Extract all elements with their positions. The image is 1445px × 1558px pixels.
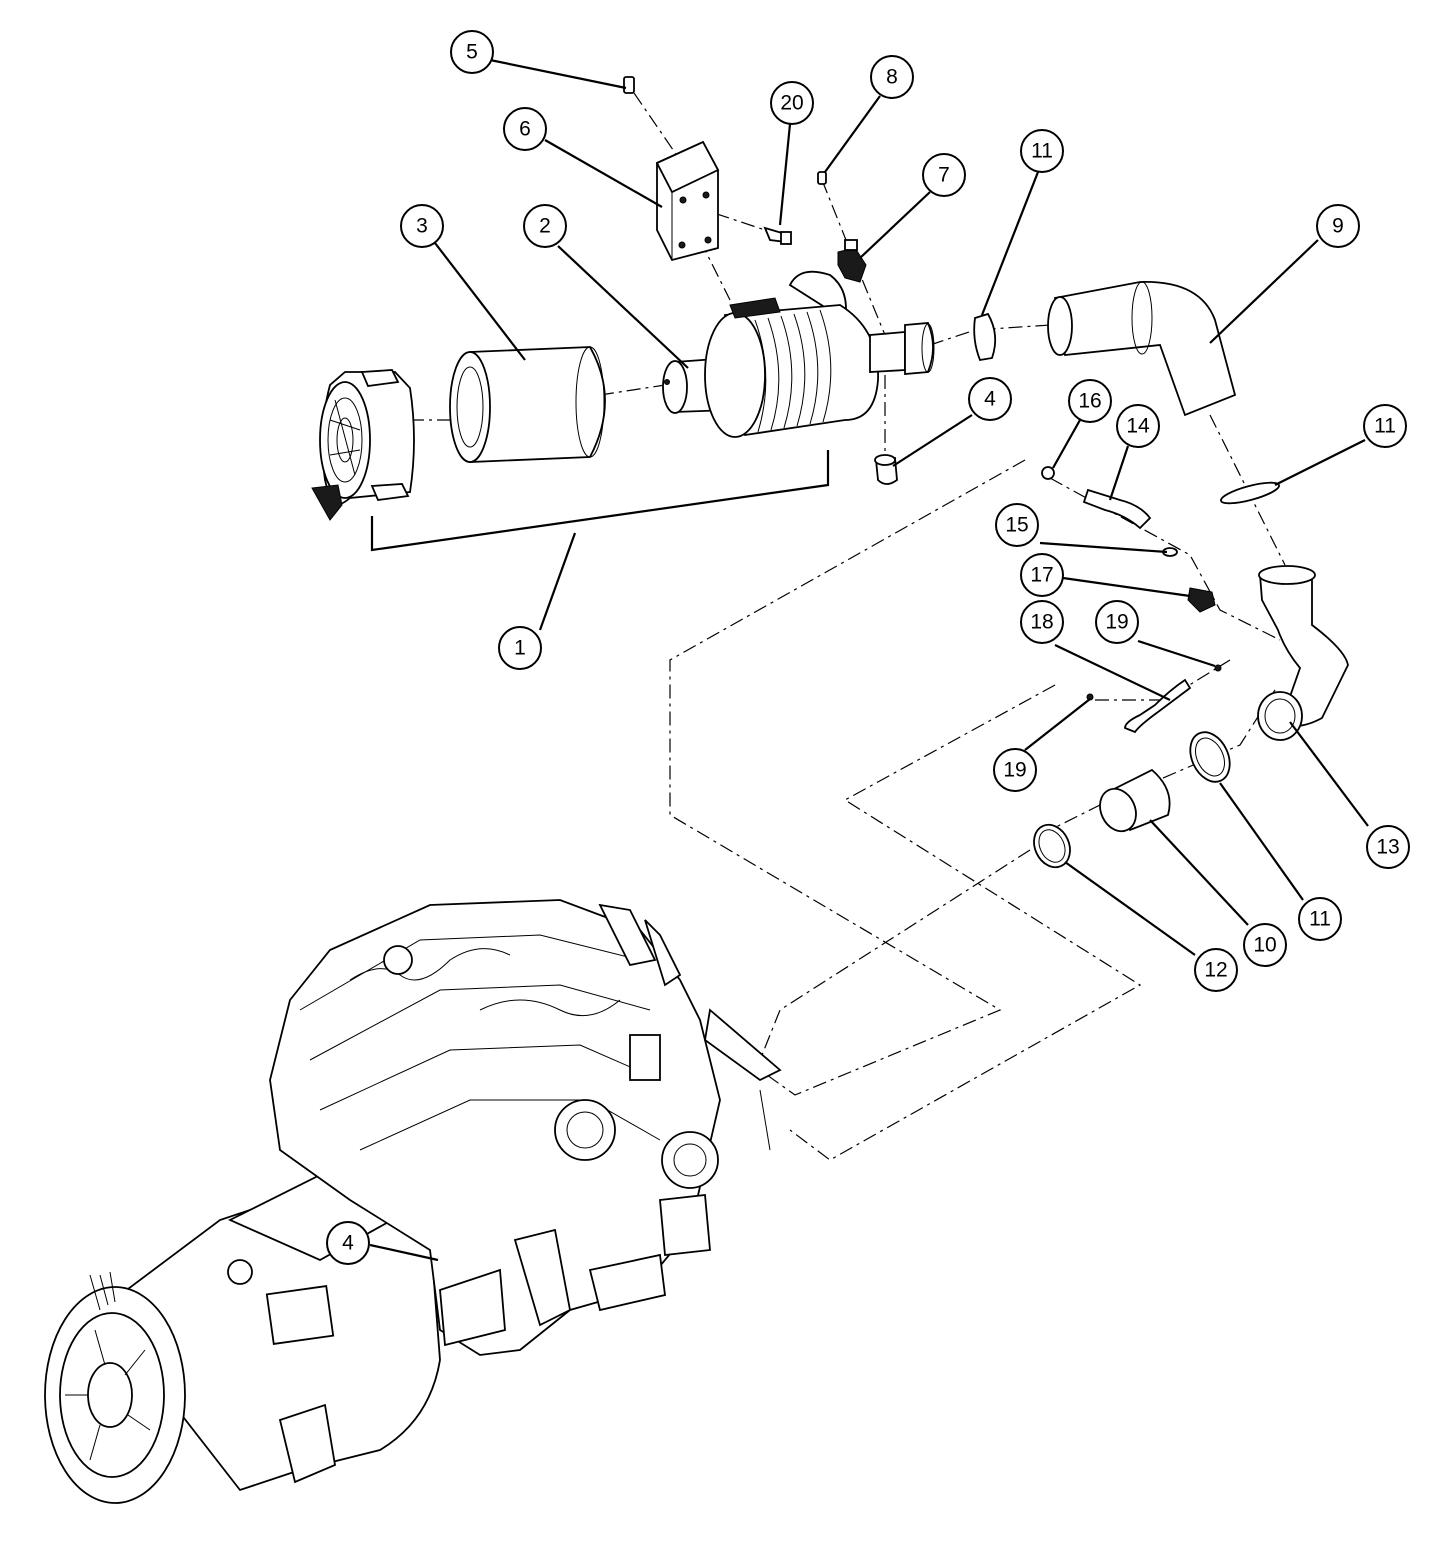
part-18-tube [1124, 678, 1192, 734]
callout-11-lower-label: 11 [1309, 908, 1331, 931]
part-9-elbow-hose [1047, 281, 1237, 417]
callout-14: 14 [1116, 404, 1160, 448]
part-10-hose-adapter [1099, 768, 1171, 833]
part-20-bolt [763, 226, 792, 245]
callout-7-label: 7 [938, 164, 950, 187]
callout-13-label: 13 [1376, 836, 1399, 859]
callout-19-right: 19 [1095, 600, 1139, 644]
callout-4-top-label: 4 [984, 388, 996, 411]
part-16-nut [1041, 466, 1055, 480]
callout-15: 15 [995, 503, 1039, 547]
part-7-bracket [837, 239, 867, 283]
callout-9-label: 9 [1332, 215, 1344, 238]
leader-lines [369, 58, 1369, 1262]
callout-16: 16 [1068, 379, 1112, 423]
air-cleaner-end-cap [311, 369, 415, 521]
callout-12-label: 12 [1204, 959, 1227, 982]
engine-generator-assembly [44, 899, 782, 1504]
part-19-plug-a [1214, 664, 1222, 672]
part-1-air-cleaner-assembly [311, 270, 935, 552]
part-12-clamp [1033, 823, 1071, 869]
part-8-screw [817, 171, 827, 185]
callout-4-top: 4 [968, 377, 1012, 421]
callout-11-top-label: 11 [1031, 140, 1053, 163]
part-14-elbow-fitting [1082, 488, 1152, 530]
callout-19-left-label: 19 [1003, 759, 1026, 782]
callout-5-label: 5 [466, 41, 478, 64]
part-13-intake-elbow [1257, 565, 1349, 741]
callout-11-right-label: 11 [1374, 415, 1396, 438]
callout-17-label: 17 [1030, 564, 1053, 587]
callout-10: 10 [1243, 923, 1287, 967]
callout-4-bottom: 4 [326, 1221, 370, 1265]
callout-2: 2 [523, 204, 567, 248]
callout-19-left: 19 [993, 748, 1037, 792]
callout-3-label: 3 [416, 215, 428, 238]
part-5-screw [623, 76, 635, 94]
callout-17: 17 [1020, 553, 1064, 597]
callout-4-bottom-label: 4 [342, 1232, 354, 1255]
callout-8: 8 [870, 55, 914, 99]
callout-9: 9 [1316, 204, 1360, 248]
callout-6: 6 [503, 107, 547, 151]
callout-6-label: 6 [519, 118, 531, 141]
callout-19-right-label: 19 [1105, 611, 1128, 634]
callout-5: 5 [450, 30, 494, 74]
air-cleaner-housing [704, 270, 935, 438]
callout-15-label: 15 [1005, 514, 1028, 537]
callout-20-label: 20 [780, 92, 803, 115]
callout-16-label: 16 [1078, 390, 1101, 413]
part-11-clamp-right [1220, 481, 1280, 505]
callout-11-top: 11 [1020, 129, 1064, 173]
callout-20: 20 [770, 81, 814, 125]
callout-3: 3 [400, 204, 444, 248]
callout-11-lower: 11 [1298, 897, 1342, 941]
part-4-vacuator-valve [874, 454, 898, 485]
part-3-filter-element [449, 346, 606, 463]
part-11-clamp-lower [1189, 731, 1231, 783]
callout-14-label: 14 [1126, 415, 1150, 438]
callout-10-label: 10 [1253, 934, 1276, 957]
callout-11-right: 11 [1363, 404, 1407, 448]
callout-8-label: 8 [886, 66, 898, 89]
callout-13: 13 [1366, 825, 1410, 869]
callout-18-label: 18 [1030, 611, 1053, 634]
part-6-bracket [655, 140, 720, 262]
part-17-sensor [1187, 587, 1216, 613]
callout-7: 7 [922, 153, 966, 197]
callout-1-label: 1 [514, 637, 526, 660]
callout-2-label: 2 [539, 215, 551, 238]
callout-12: 12 [1194, 948, 1238, 992]
callout-18: 18 [1020, 600, 1064, 644]
part-11-clamp-top [973, 312, 997, 362]
callout-1: 1 [498, 626, 542, 670]
